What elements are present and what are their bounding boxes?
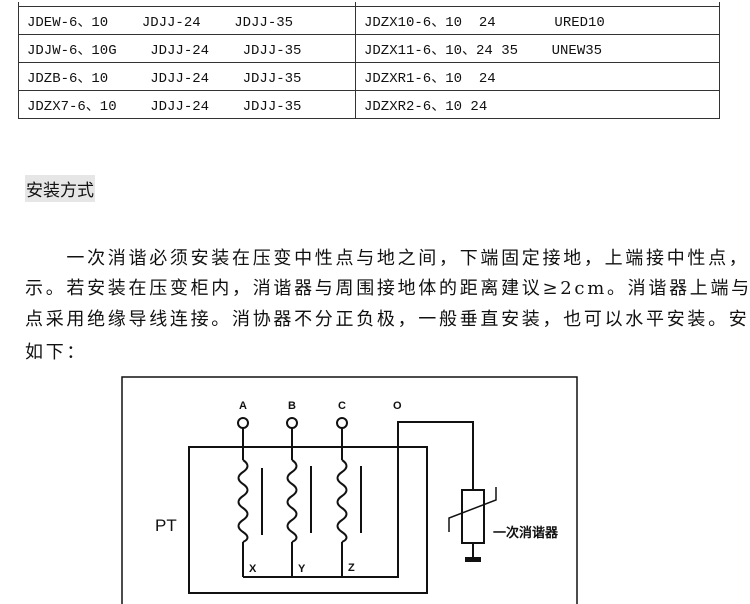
neutral-wire: [243, 421, 474, 578]
pt-label: PT: [155, 516, 177, 535]
coil-a: [237, 417, 263, 577]
table-cell: JDZX11-6、10、24 35 UNEW35: [355, 34, 720, 63]
end-label: Z: [348, 562, 355, 574]
paragraph-line: 示。若安装在压变柜内，消谐器与周围接地体的距离建议≥2cm。消谐器上端与压变中性: [25, 278, 750, 299]
diagram-frame: [121, 376, 578, 604]
section-heading: 安装方式: [25, 175, 95, 202]
pt-box: [188, 446, 428, 594]
end-label: Y: [298, 563, 306, 575]
device-label: 一次消谐器: [493, 525, 559, 540]
ground-icon: [465, 557, 481, 562]
nonlinear-mark: [448, 487, 497, 532]
terminal-label: A: [239, 400, 247, 412]
coil-b: [286, 417, 312, 577]
end-label: X: [249, 563, 257, 575]
coil-c: [336, 417, 362, 577]
table-cell: JDZXR1-6、10 24: [355, 62, 720, 91]
paragraph-line: 如下：: [25, 342, 88, 363]
terminal-label: O: [393, 400, 402, 412]
resonance-eliminator: [461, 489, 485, 544]
table-cell: JDZXR2-6、10 24: [355, 90, 720, 119]
coils: [237, 417, 497, 578]
table-cell: JDZX7-6、10 JDJJ-24 JDJJ-35: [18, 90, 356, 119]
paragraph-line: 一次消谐必须安装在压变中性点与地之间，下端固定接地，上端接中性点，如下图所: [66, 248, 750, 269]
table-cell: JDEW-6、10 JDJJ-24 JDJJ-35: [18, 6, 356, 35]
table-cell: JDJW-6、10G JDJJ-24 JDJJ-35: [18, 34, 356, 63]
paragraph-line: 点采用绝缘导线连接。消协器不分正负极，一般垂直安装，也可以水平安装。安装原理图: [25, 309, 750, 330]
terminal-label: C: [338, 400, 346, 412]
terminal-label: B: [288, 400, 296, 412]
